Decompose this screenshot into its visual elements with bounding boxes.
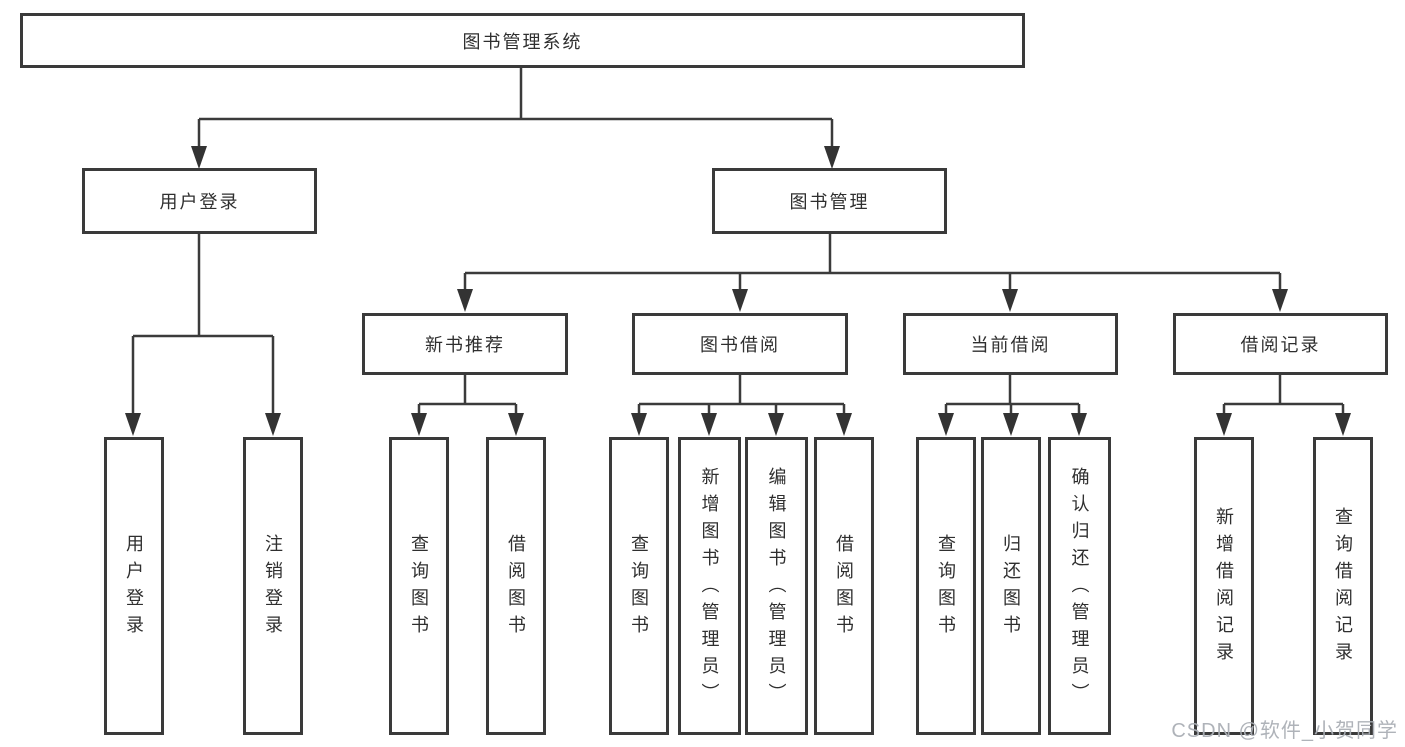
- arrowheads: [125, 146, 1351, 436]
- node-leaf-recommend-borrow-books: 借阅图书: [486, 437, 546, 735]
- node-leaf-borrowing-borrow-books: 借阅图书: [814, 437, 874, 735]
- node-leaf-user-login: 用户登录: [104, 437, 164, 735]
- node-leaf-current-query-books: 查询图书: [916, 437, 976, 735]
- node-book-borrowing: 图书借阅: [632, 313, 848, 375]
- node-leaf-recommend-query-books: 查询图书: [389, 437, 449, 735]
- node-leaf-current-return-books: 归还图书: [981, 437, 1041, 735]
- node-leaf-borrowing-query-books: 查询图书: [609, 437, 669, 735]
- node-leaf-records-add-record: 新增借阅记录: [1194, 437, 1254, 735]
- node-borrowing-records: 借阅记录: [1173, 313, 1388, 375]
- node-leaf-current-confirm-return: 确认归还（管理员）: [1048, 437, 1111, 735]
- node-leaf-borrowing-edit-books: 编辑图书（管理员）: [745, 437, 808, 735]
- node-new-book-recommend: 新书推荐: [362, 313, 568, 375]
- node-user-login-branch: 用户登录: [82, 168, 317, 234]
- node-current-borrowing: 当前借阅: [903, 313, 1118, 375]
- node-leaf-borrowing-add-books: 新增图书（管理员）: [678, 437, 741, 735]
- node-leaf-logout: 注销登录: [243, 437, 303, 735]
- node-book-management: 图书管理: [712, 168, 947, 234]
- node-library-management-system: 图书管理系统: [20, 13, 1025, 68]
- node-leaf-records-query-record: 查询借阅记录: [1313, 437, 1373, 735]
